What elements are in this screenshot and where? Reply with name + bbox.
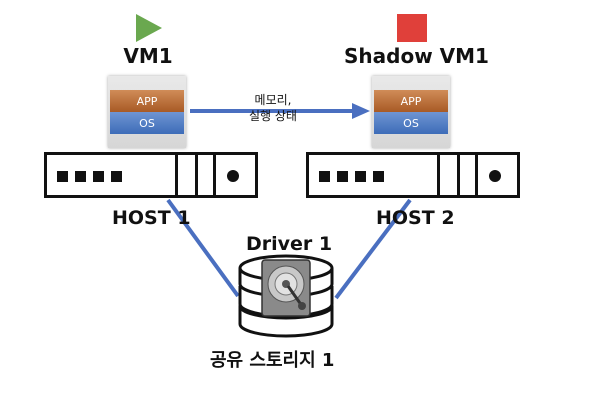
- host2-bay-divider: [475, 155, 478, 195]
- driver-label: Driver 1: [246, 233, 333, 255]
- play-icon: [136, 14, 162, 42]
- shadow-vm1-label: Shadow VM1: [344, 44, 489, 68]
- host1-bay-divider: [195, 155, 198, 195]
- host2-server: [306, 152, 520, 198]
- host2-power-dot: [489, 170, 501, 182]
- host2-bay-divider: [437, 155, 440, 195]
- host1-server: [44, 152, 258, 198]
- host2-led: [373, 171, 384, 182]
- vm1-label: VM1: [123, 44, 173, 68]
- migration-label: 메모리, 실행 상태: [228, 92, 318, 124]
- migration-label-line1: 메모리,: [254, 93, 292, 107]
- vm1-app-layer: APP: [110, 90, 184, 112]
- storage-disk-icon: [238, 254, 334, 338]
- storage-label: 공유 스토리지 1: [210, 350, 335, 371]
- host1-to-storage-line: [166, 198, 240, 298]
- host1-label: HOST 1: [112, 207, 191, 229]
- shadow-vm1-os-layer: OS: [374, 112, 448, 134]
- stop-icon: [397, 14, 427, 42]
- migration-arrow-head: [352, 103, 370, 119]
- host1-led: [111, 171, 122, 182]
- host1-bay-divider: [175, 155, 178, 195]
- migration-label-line2: 실행 상태: [249, 109, 297, 123]
- host1-led: [93, 171, 104, 182]
- host2-led: [319, 171, 330, 182]
- host2-to-storage-line: [334, 198, 412, 300]
- host2-led: [355, 171, 366, 182]
- host2-bay-divider: [457, 155, 460, 195]
- host1-bay-divider: [213, 155, 216, 195]
- vm1-box: APP OS: [108, 76, 186, 148]
- host2-led: [337, 171, 348, 182]
- host1-power-dot: [227, 170, 239, 182]
- shadow-vm1-app-layer: APP: [374, 90, 448, 112]
- host1-led: [57, 171, 68, 182]
- shadow-vm1-box: APP OS: [372, 76, 450, 148]
- host2-label: HOST 2: [376, 207, 455, 229]
- vm1-os-layer: OS: [110, 112, 184, 134]
- host1-led: [75, 171, 86, 182]
